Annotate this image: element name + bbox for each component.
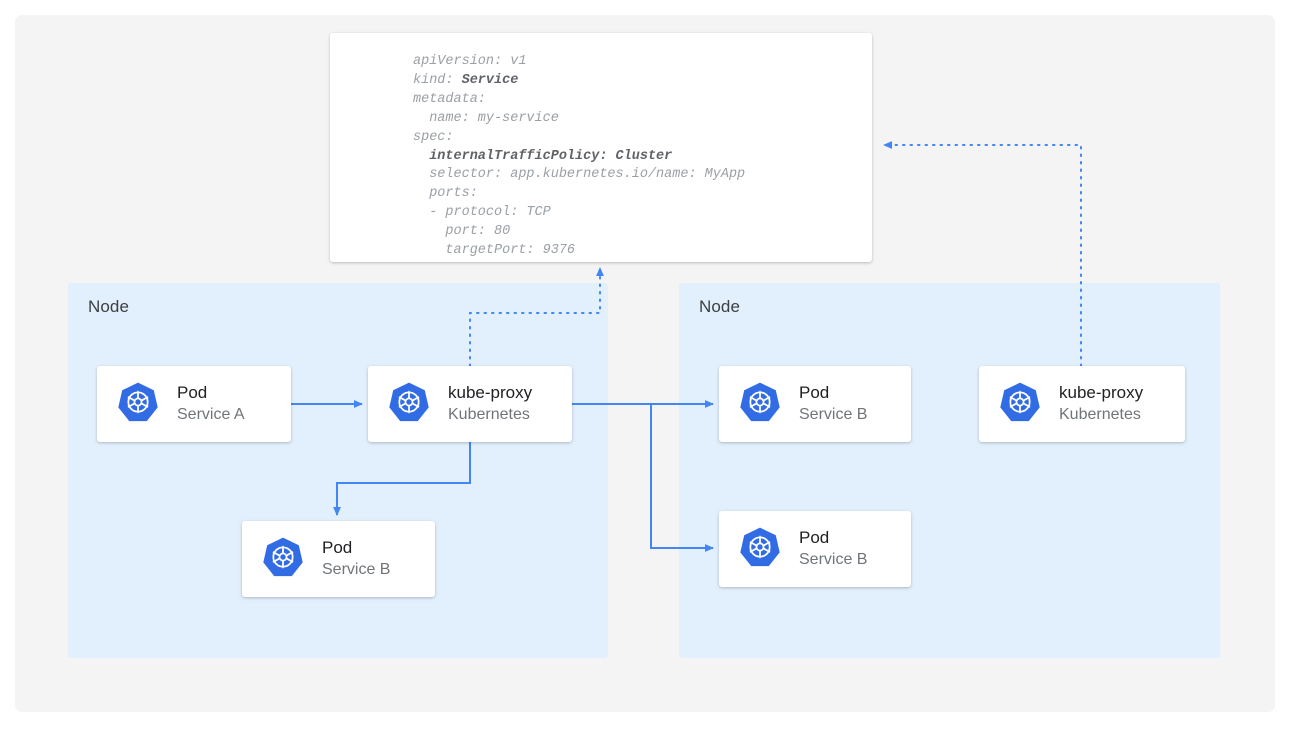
kubernetes-icon xyxy=(739,526,781,573)
card-subtitle: Kubernetes xyxy=(448,406,530,423)
card-title: kube-proxy xyxy=(448,383,533,402)
card-pod-service-b-right-bottom[interactable]: Pod Service B xyxy=(719,511,911,587)
service-manifest-card: apiVersion: v1 kind: Service metadata: n… xyxy=(330,33,872,262)
kubernetes-icon xyxy=(262,536,304,583)
card-subtitle: Service B xyxy=(322,561,391,578)
kubernetes-icon xyxy=(117,381,159,428)
card-title: Pod xyxy=(177,383,208,402)
card-pod-service-b-right-top[interactable]: Pod Service B xyxy=(719,366,911,442)
card-subtitle: Service A xyxy=(177,406,245,423)
node-label-left: Node xyxy=(88,297,130,316)
card-pod-service-b-left[interactable]: Pod Service B xyxy=(242,521,435,597)
card-title: Pod xyxy=(799,383,830,402)
card-kube-proxy-left[interactable]: kube-proxy Kubernetes xyxy=(368,366,572,442)
card-pod-service-a[interactable]: Pod Service A xyxy=(97,366,291,442)
kubernetes-icon xyxy=(388,381,430,428)
card-title: Pod xyxy=(799,528,830,547)
node-label-right: Node xyxy=(699,297,741,316)
kubernetes-icon xyxy=(999,381,1041,428)
card-title: Pod xyxy=(322,538,353,557)
card-subtitle: Service B xyxy=(799,551,868,568)
card-subtitle: Service B xyxy=(799,406,868,423)
kubernetes-icon xyxy=(739,381,781,428)
card-kube-proxy-right[interactable]: kube-proxy Kubernetes xyxy=(979,366,1185,442)
card-subtitle: Kubernetes xyxy=(1059,406,1141,423)
node-container-right xyxy=(679,283,1220,658)
card-title: kube-proxy xyxy=(1059,383,1144,402)
service-manifest-code: apiVersion: v1 kind: Service metadata: n… xyxy=(413,54,746,259)
node-container-left xyxy=(68,283,608,658)
